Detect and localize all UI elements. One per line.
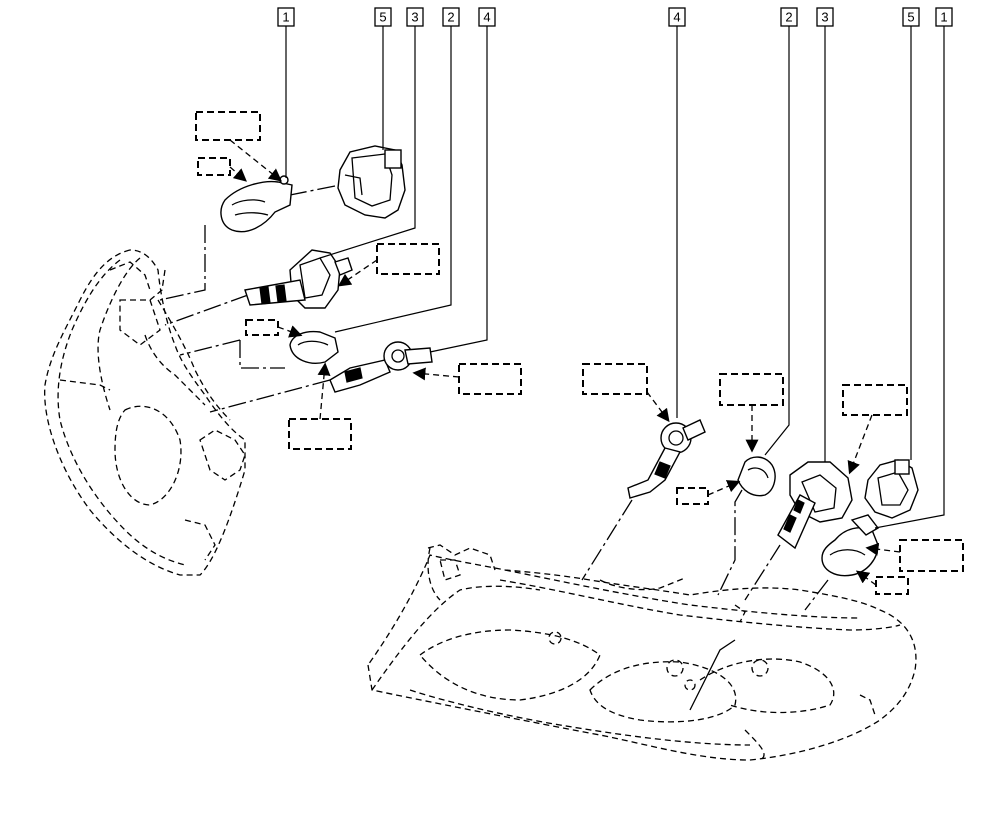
callout-number: 5 <box>907 10 914 25</box>
right-fog-bulb-holder <box>627 419 706 499</box>
left-turn-signal-bulb <box>220 175 293 233</box>
callout-right-4: 4 <box>668 7 686 27</box>
right-main-beam-bulb <box>777 461 853 550</box>
callout-left-5: 5 <box>374 7 392 27</box>
right-side-light-bulb <box>737 456 776 497</box>
callout-right-2: 2 <box>780 7 798 27</box>
left-main-beam-bulb <box>244 249 353 309</box>
callout-number: 2 <box>785 10 792 25</box>
callout-left-4: 4 <box>478 7 496 27</box>
label-box-l6 <box>288 418 352 450</box>
callout-left-1: 1 <box>277 7 295 27</box>
label-box-r1 <box>582 363 648 395</box>
callout-number: 4 <box>483 10 490 25</box>
label-box-l1 <box>195 111 261 141</box>
label-box-r3 <box>842 384 908 416</box>
left-fog-bulb-holder <box>329 341 433 393</box>
right-connector-lines <box>581 489 829 611</box>
label-box-r2 <box>719 373 784 406</box>
right-label-boxes <box>582 363 964 595</box>
callout-number: 5 <box>379 10 386 25</box>
label-box-r6 <box>875 576 909 595</box>
left-side-light-bulb <box>289 330 339 364</box>
callout-number: 1 <box>282 10 289 25</box>
callout-left-2: 2 <box>442 7 460 27</box>
callout-number: 2 <box>447 10 454 25</box>
right-arrows <box>646 391 901 586</box>
callout-number: 3 <box>821 10 828 25</box>
label-box-l2 <box>197 157 231 176</box>
label-box-r4 <box>676 487 709 505</box>
left-arrows <box>229 139 460 420</box>
callout-number: 1 <box>940 10 947 25</box>
right-callout-leaders <box>676 26 945 529</box>
label-box-l4 <box>245 319 279 336</box>
callout-number: 3 <box>411 10 418 25</box>
callout-left-3: 3 <box>406 7 424 27</box>
label-box-l3 <box>376 243 440 275</box>
left-bulb-holder <box>337 145 406 219</box>
left-connector-lines <box>159 185 336 413</box>
right-bulb-holder <box>864 459 919 519</box>
right-callouts: 4 2 3 5 1 <box>668 7 953 27</box>
left-callout-leaders <box>285 26 488 353</box>
callout-right-1: 1 <box>935 7 953 27</box>
left-label-boxes <box>195 111 522 450</box>
label-box-r5 <box>899 539 964 572</box>
left-callouts: 1 5 3 2 4 <box>277 7 496 27</box>
right-headlamp-housing <box>367 544 917 761</box>
left-headlamp-housing <box>44 249 246 576</box>
callout-right-5: 5 <box>902 7 920 27</box>
right-turn-signal-bulb <box>821 514 880 577</box>
callout-right-3: 3 <box>816 7 834 27</box>
callout-number: 4 <box>673 10 680 25</box>
label-box-l5 <box>458 363 522 395</box>
